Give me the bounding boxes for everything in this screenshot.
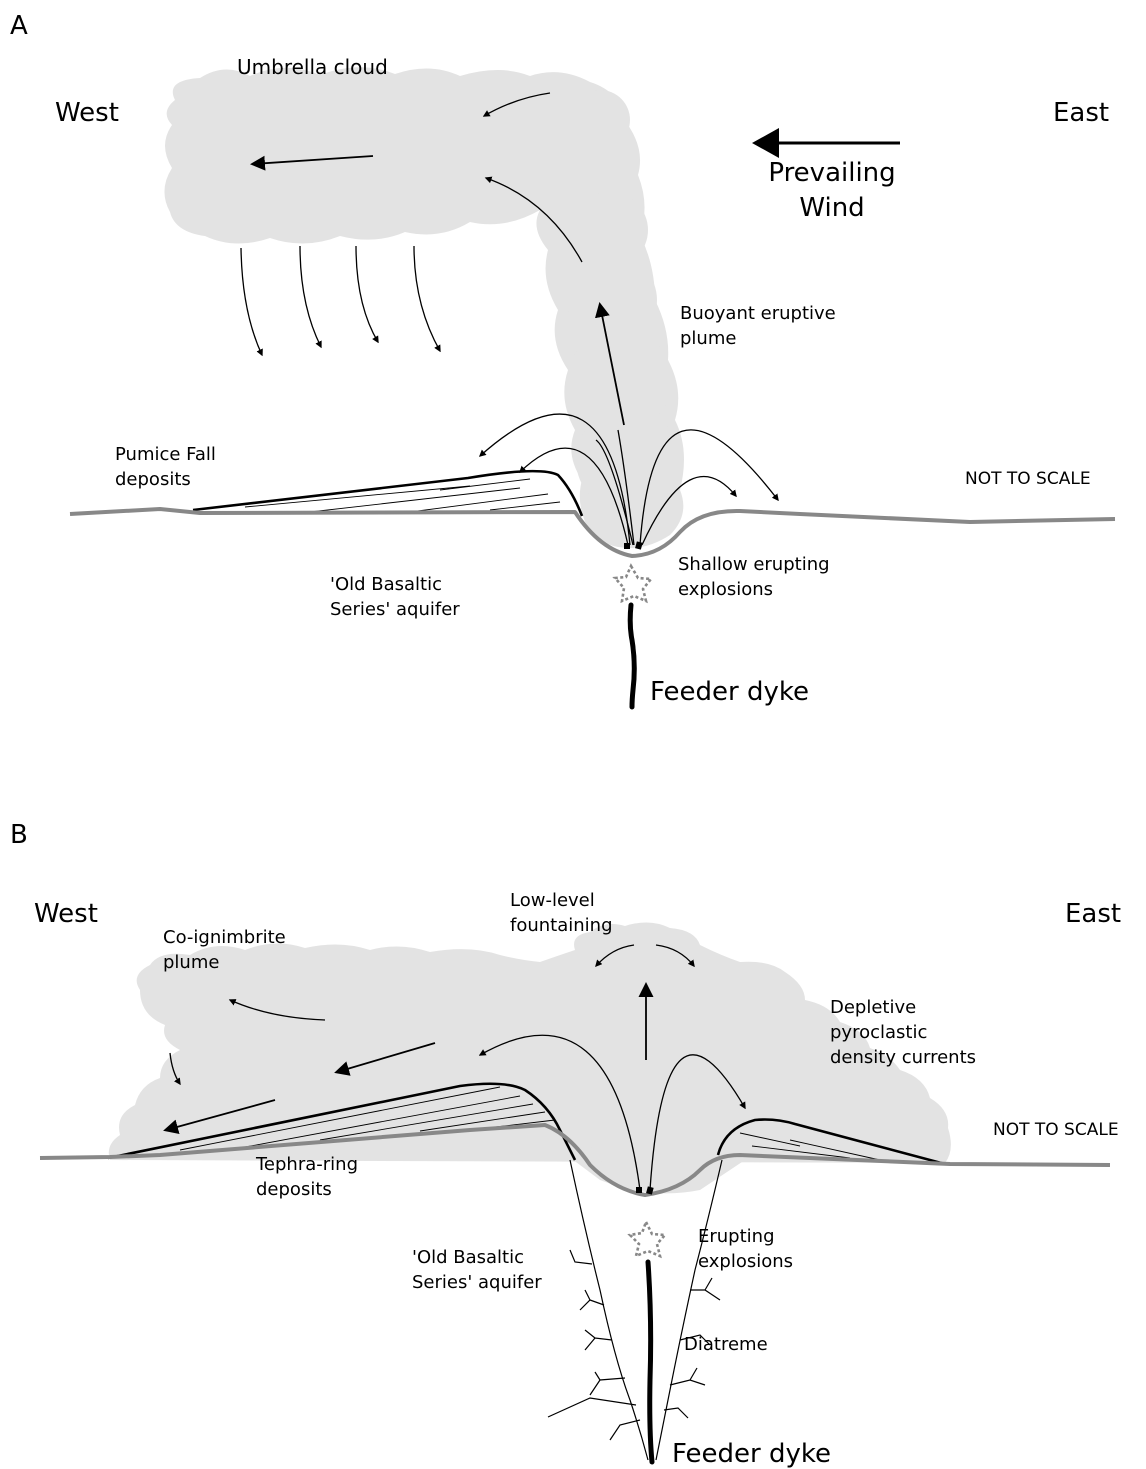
pumice-fall-deposit [193, 471, 582, 516]
fracture [610, 1420, 640, 1440]
panel-b-letter: B [10, 820, 28, 850]
prevailing-wind-label-2: Wind [799, 193, 864, 223]
diatreme-wall-west [570, 1160, 648, 1460]
fallout-arrows [241, 246, 440, 355]
panel-b-west-label: West [34, 899, 98, 929]
panel-a: A West East Umbrella cloud Preva [10, 11, 1115, 707]
fracture [590, 1372, 625, 1395]
explosion-star-icon [630, 1222, 665, 1256]
fracture [548, 1398, 636, 1417]
fountain-label-2: fountaining [510, 915, 613, 936]
umbrella-cloud-shape [164, 67, 684, 548]
panel-a-feeder-dyke [630, 605, 634, 707]
coign-label-1: Co-ignimbrite [163, 927, 286, 948]
panel-a-aquifer-label-1: 'Old Basaltic [330, 574, 442, 595]
panel-a-explosions-label-2: explosions [678, 579, 773, 600]
diatreme-label: Diatreme [684, 1334, 768, 1355]
deposit-hatch [490, 502, 560, 510]
prevailing-wind-label-1: Prevailing [768, 158, 895, 188]
pumice-label-2: deposits [115, 469, 191, 490]
panel-b-feeder-dyke-label: Feeder dyke [672, 1439, 831, 1469]
deposit-hatch [410, 494, 548, 512]
tephra-label-1: Tephra-ring [255, 1154, 358, 1175]
coign-label-2: plume [163, 952, 219, 973]
umbrella-cloud-label: Umbrella cloud [237, 55, 388, 79]
panel-b-not-to-scale: NOT TO SCALE [993, 1120, 1119, 1140]
fracture [664, 1408, 688, 1418]
fallout-arrow [414, 246, 440, 351]
fallout-arrow [241, 248, 262, 355]
fountain-label-1: Low-level [510, 890, 595, 911]
panel-a-explosions-label-1: Shallow erupting [678, 554, 830, 575]
plume-label-1: Buoyant eruptive [680, 303, 836, 324]
fracture [585, 1330, 612, 1350]
pdc-label-1: Depletive [830, 997, 916, 1018]
plume-label-2: plume [680, 328, 736, 349]
pdc-label-2: pyroclastic [830, 1022, 927, 1043]
pumice-label-1: Pumice Fall [115, 444, 216, 465]
panel-b-feeder-dyke [648, 1262, 652, 1462]
panel-b-east-label: East [1065, 899, 1121, 929]
fracture [570, 1250, 592, 1264]
panel-a-west-label: West [55, 98, 119, 128]
panel-b-aquifer-label-1: 'Old Basaltic [412, 1247, 524, 1268]
fallout-arrow [356, 246, 378, 342]
panel-a-not-to-scale: NOT TO SCALE [965, 469, 1091, 489]
panel-a-east-label: East [1053, 98, 1109, 128]
fracture [670, 1368, 705, 1385]
fallout-arrow [300, 246, 321, 347]
panel-a-letter: A [10, 11, 28, 41]
prevailing-wind-arrowhead [752, 128, 779, 158]
panel-b-explosions-label-1: Erupting [698, 1226, 775, 1247]
co-ignimbrite-cloud-shape [109, 922, 951, 1193]
panel-a-feeder-dyke-label: Feeder dyke [650, 677, 809, 707]
vent-block [624, 543, 630, 549]
vent-block [636, 1187, 642, 1193]
panel-b-explosions-label-2: explosions [698, 1251, 793, 1272]
tephra-label-2: deposits [256, 1179, 332, 1200]
deposit-hatch [245, 486, 470, 507]
fracture [690, 1278, 720, 1300]
panel-b-aquifer-label-2: Series' aquifer [412, 1272, 542, 1293]
explosion-star-icon [615, 566, 651, 601]
diatreme-wall-east [656, 1160, 722, 1460]
pdc-label-3: density currents [830, 1047, 976, 1068]
panel-a-aquifer-label-2: Series' aquifer [330, 599, 460, 620]
panel-b: B West East Low-level fountaining Co-ign… [10, 820, 1121, 1469]
